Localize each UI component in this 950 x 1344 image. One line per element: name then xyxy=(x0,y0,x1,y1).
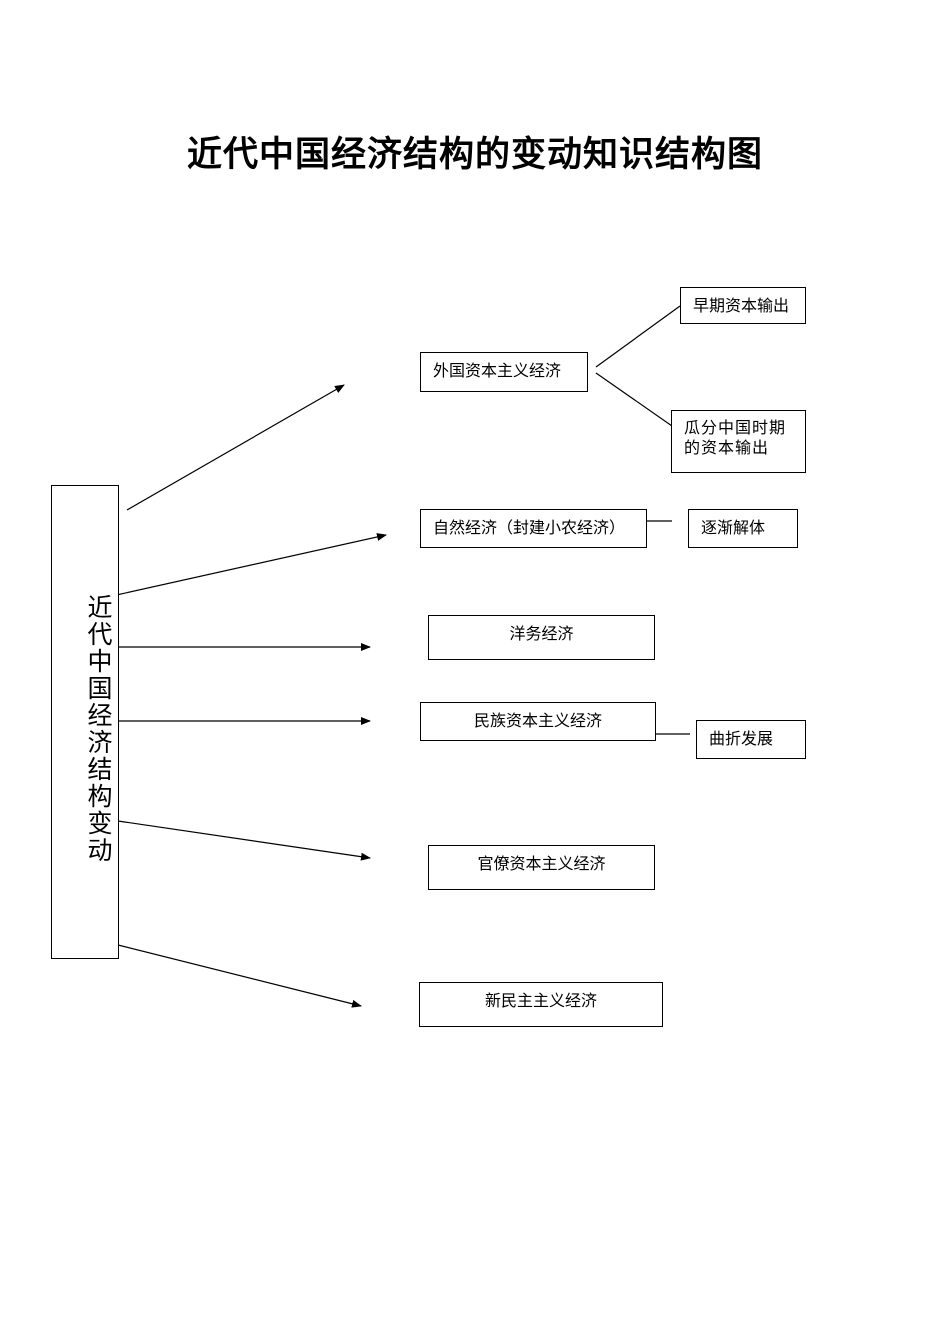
root-char: 变 xyxy=(87,809,113,838)
box-bureaucratic-capitalism-label: 官僚资本主义经济 xyxy=(477,854,606,873)
root-char: 国 xyxy=(87,674,113,703)
box-westernization-label: 洋务经济 xyxy=(509,624,574,643)
box-twists: 曲折发展 xyxy=(696,720,806,759)
page-title: 近代中国经济结构的变动知识结构图 xyxy=(186,135,763,175)
root-label: 近 代 中 国 经 济 结 构 变 动 xyxy=(51,594,149,864)
box-new-democratic-label: 新民主主义经济 xyxy=(484,991,597,1010)
arrow-to-foreign xyxy=(126,384,345,511)
box-natural-economy-label: 自然经济（封建小农经济） xyxy=(433,518,626,537)
root-char: 经 xyxy=(87,701,113,730)
box-partition-export-line1: 瓜分中国时期 xyxy=(684,418,787,437)
line-to-partition-export xyxy=(595,372,673,427)
root-char: 济 xyxy=(87,728,113,757)
box-early-export-label: 早期资本输出 xyxy=(693,296,790,315)
arrow-to-natural xyxy=(111,533,387,597)
box-disintegrate: 逐渐解体 xyxy=(688,509,798,548)
box-natural-economy: 自然经济（封建小农经济） xyxy=(420,509,647,548)
box-westernization: 洋务经济 xyxy=(428,615,655,660)
line-to-early-export xyxy=(595,305,681,368)
root-char: 构 xyxy=(87,782,113,811)
box-foreign-capitalism-label: 外国资本主义经济 xyxy=(433,361,562,380)
box-partition-export-line2: 的资本输出 xyxy=(684,438,770,457)
box-bureaucratic-capitalism: 官僚资本主义经济 xyxy=(428,845,655,890)
root-char: 代 xyxy=(87,620,113,649)
box-national-capitalism: 民族资本主义经济 xyxy=(420,702,656,741)
arrow-to-bureaucratic xyxy=(117,820,371,861)
root-char: 结 xyxy=(87,755,113,784)
box-disintegrate-label: 逐渐解体 xyxy=(701,518,766,537)
arrow-to-new-democratic xyxy=(117,944,362,1008)
box-twists-label: 曲折发展 xyxy=(709,729,774,748)
root-char: 中 xyxy=(87,647,113,676)
box-early-export: 早期资本输出 xyxy=(680,287,806,324)
box-new-democratic: 新民主主义经济 xyxy=(419,982,663,1027)
root-char: 动 xyxy=(87,836,113,865)
box-partition-export: 瓜分中国时期 的资本输出 xyxy=(671,410,806,473)
root-box xyxy=(51,485,119,959)
root-char: 近 xyxy=(87,593,113,622)
box-national-capitalism-label: 民族资本主义经济 xyxy=(473,711,602,730)
box-foreign-capitalism: 外国资本主义经济 xyxy=(420,352,588,392)
